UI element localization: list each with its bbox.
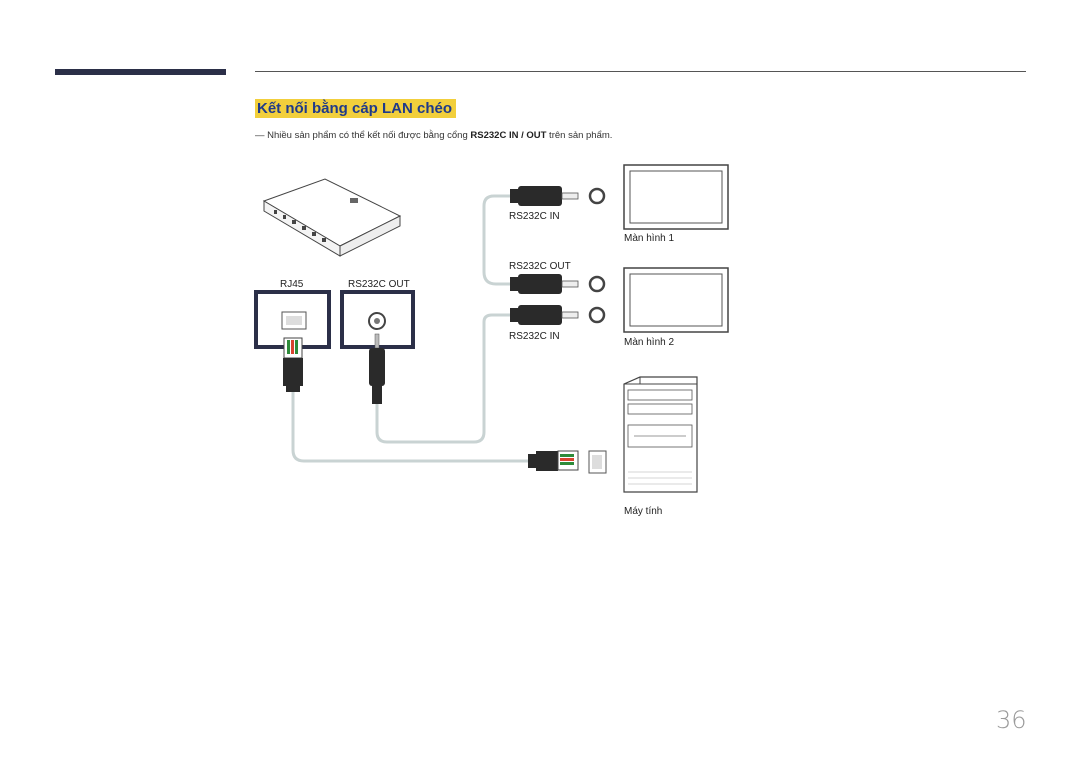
rs232c-cable-source bbox=[375, 313, 510, 444]
note-text-before: Nhiều sản phẩm có thể kết nối được bằng … bbox=[264, 130, 471, 141]
lan-cable bbox=[291, 392, 530, 463]
source-device bbox=[262, 178, 402, 257]
computer-tower bbox=[623, 376, 698, 493]
display-2 bbox=[623, 267, 729, 333]
display-1-label: Màn hình 1 bbox=[624, 233, 674, 244]
note-text: ― Nhiều sản phẩm có thể kết nối được bằn… bbox=[255, 130, 612, 141]
cable-lines bbox=[291, 194, 530, 463]
rj45-label: RJ45 bbox=[280, 279, 304, 290]
display-2-label: Màn hình 2 bbox=[624, 337, 674, 348]
display-1 bbox=[623, 164, 729, 230]
note-text-after: trên sản phẩm. bbox=[546, 130, 613, 141]
header-accent-bar bbox=[55, 69, 226, 75]
rj45-plug-source bbox=[283, 337, 303, 392]
rs232c-out-source-label: RS232C OUT bbox=[348, 279, 410, 290]
note-dash-icon: ― bbox=[255, 130, 265, 141]
rs232c-in-plug-2 bbox=[510, 305, 606, 325]
header-rule bbox=[255, 71, 1026, 72]
rs232c-cable-loop bbox=[482, 194, 510, 286]
note-port-name: RS232C IN / OUT bbox=[470, 130, 547, 141]
rj45-plug-pc bbox=[528, 450, 607, 474]
rs232c-in-plug-1 bbox=[510, 186, 606, 206]
rs232c-out-label: RS232C OUT bbox=[509, 261, 571, 272]
rs232c-in-label-1: RS232C IN bbox=[509, 211, 560, 222]
rs232c-out-plug bbox=[510, 274, 606, 294]
rs232c-in-label-2: RS232C IN bbox=[509, 331, 560, 342]
rs232c-plug-source bbox=[369, 333, 385, 404]
computer-label: Máy tính bbox=[624, 506, 662, 517]
page-number: 36 bbox=[996, 706, 1027, 734]
section-title: Kết nối bằng cáp LAN chéo bbox=[255, 99, 457, 118]
